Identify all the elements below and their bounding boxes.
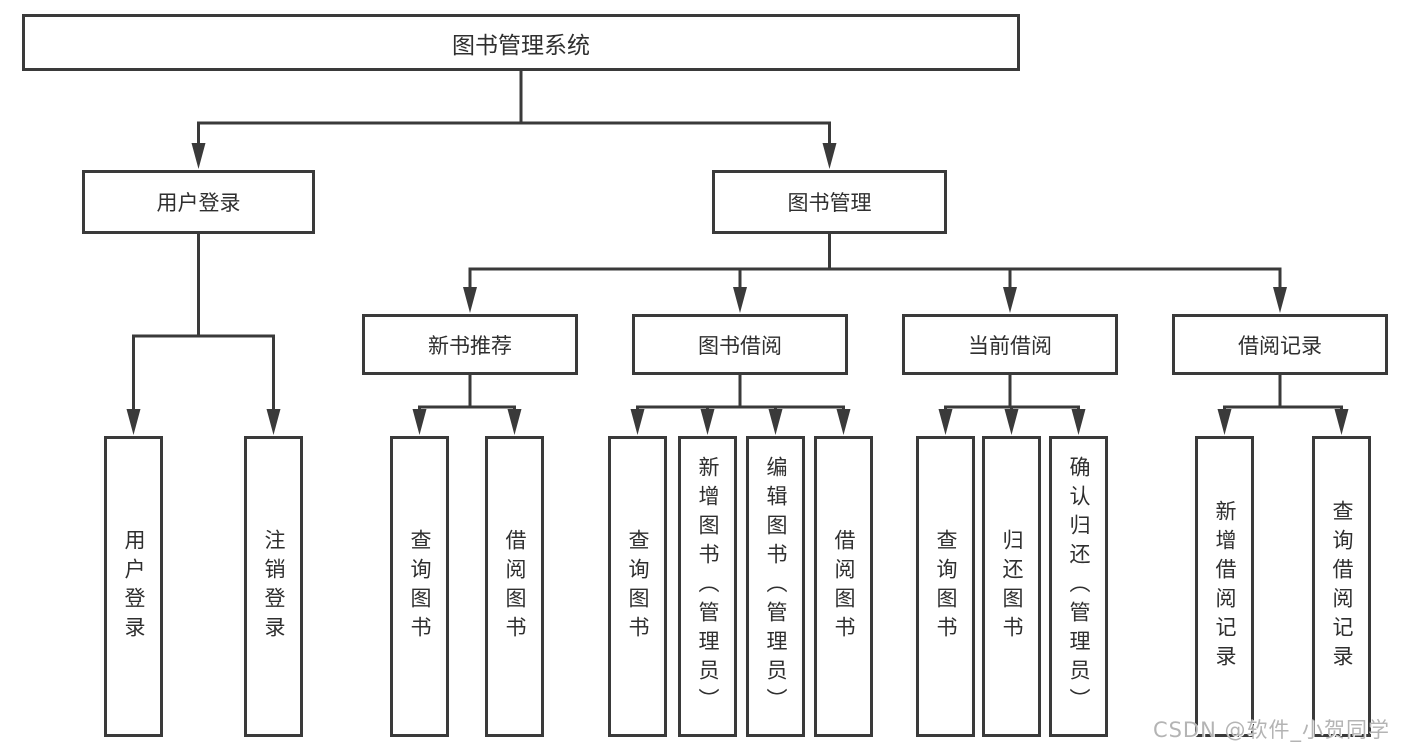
leaf-add-borrow-record: 新增借阅记录 — [1195, 436, 1254, 737]
node-book-borrowing: 图书借阅 — [632, 314, 848, 375]
leaf-recommend-query-books: 查询图书 — [390, 436, 449, 737]
leaf-add-books-admin: 新增图书（管理员） — [678, 436, 737, 737]
node-current-borrowing: 当前借阅 — [902, 314, 1118, 375]
node-user-login: 用户登录 — [82, 170, 315, 234]
leaf-query-borrow-record: 查询借阅记录 — [1312, 436, 1371, 737]
leaf-confirm-return-admin: 确认归还（管理员） — [1049, 436, 1108, 737]
leaf-return-books: 归还图书 — [982, 436, 1041, 737]
leaf-borrow-books: 借阅图书 — [814, 436, 873, 737]
csdn-watermark: CSDN @软件_小贺同学 — [1152, 718, 1390, 742]
leaf-user-login: 用户登录 — [104, 436, 163, 737]
node-new-book-recommendation: 新书推荐 — [362, 314, 578, 375]
leaf-borrowing-query-books: 查询图书 — [608, 436, 667, 737]
node-library-management-system: 图书管理系统 — [22, 14, 1020, 71]
arrowheads — [126, 143, 1349, 435]
leaf-current-query-books: 查询图书 — [916, 436, 975, 737]
node-book-management: 图书管理 — [712, 170, 947, 234]
leaf-edit-books-admin: 编辑图书（管理员） — [746, 436, 805, 737]
node-borrowing-records: 借阅记录 — [1172, 314, 1388, 375]
leaf-logout: 注销登录 — [244, 436, 303, 737]
leaf-recommend-borrow-books: 借阅图书 — [485, 436, 544, 737]
